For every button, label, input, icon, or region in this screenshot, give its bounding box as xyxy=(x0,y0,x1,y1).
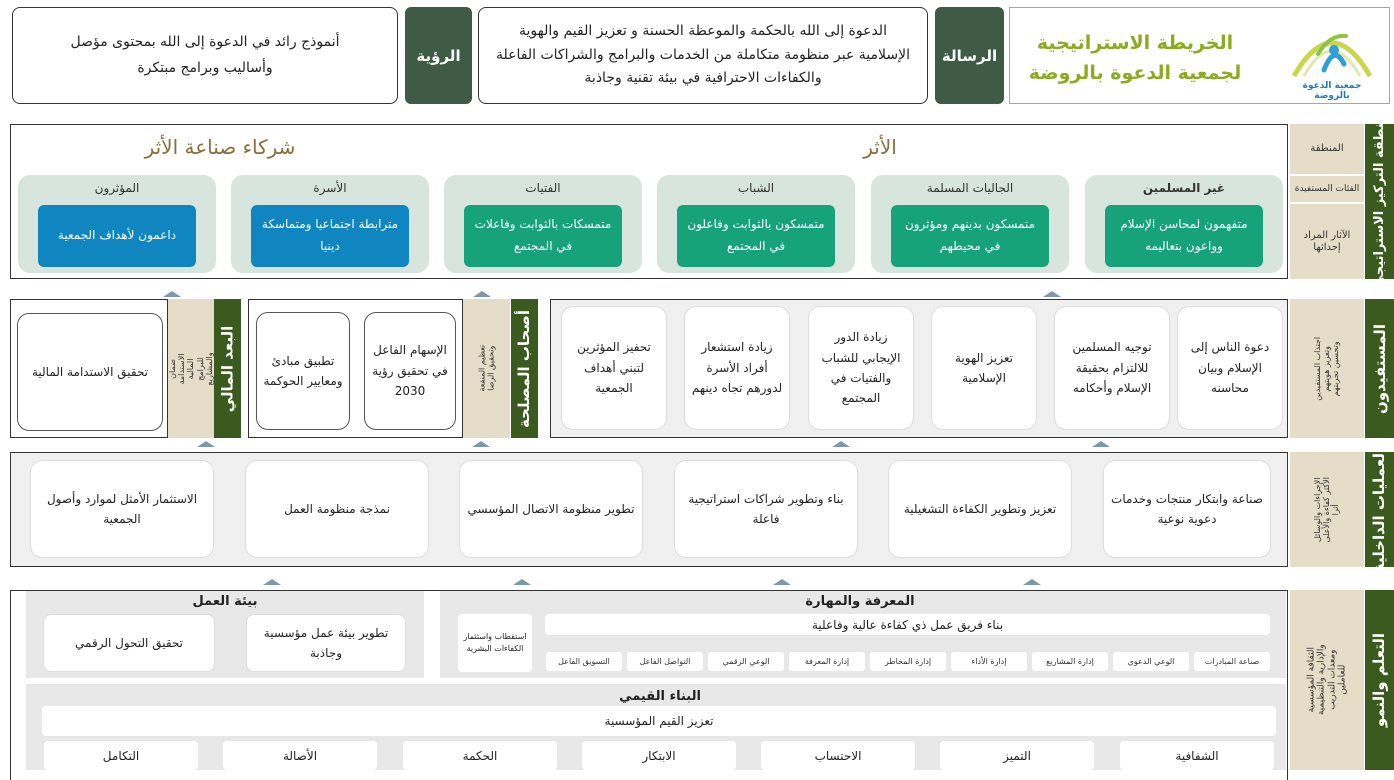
skill-tag: التسويق الفاعل xyxy=(546,652,622,671)
skill-tag: إدارة الأداء xyxy=(951,652,1027,671)
band-financial: البعد المالي xyxy=(214,299,241,438)
value-item: الاحتساب xyxy=(761,741,915,770)
vision-text: أنموذج رائد في الدعوة إلى الله بمحتوى مؤ… xyxy=(12,7,398,104)
label-groups: الفئات المستفيدة xyxy=(1290,176,1364,202)
label-effects: الآثار المراد إحداثها xyxy=(1290,204,1364,279)
band-stakeholders: أصحاب المصلحة xyxy=(511,299,538,438)
chevron-up-icon xyxy=(832,441,850,447)
label-region: المنطقة xyxy=(1290,124,1364,174)
financial-goal: تحقيق الاستدامة المالية xyxy=(17,313,163,431)
card-youth: الشباب متمسكون بالثوابت وفاعلون في المجت… xyxy=(657,175,855,273)
process-goal: نمذجة منظومة العمل xyxy=(245,460,429,558)
chevron-up-icon xyxy=(163,291,181,297)
team-bar: بناء فريق عمل ذي كفاءة عالية وفاعلية xyxy=(545,614,1270,635)
skill-tag: الوعي الرقمي xyxy=(708,652,784,671)
stakeholder-goal: تطبيق مبادئ ومعايير الحوكمة xyxy=(256,312,350,430)
logo-text: جمعية الدعوة بالروضة xyxy=(1302,81,1362,101)
stakeholder-goal: الإسهام الفاعل في تحقيق رؤية 2030 xyxy=(364,312,456,430)
impact-title: الأثر xyxy=(863,135,897,159)
card-effect: متمسكات بالثوابت وفاعلات في المجتمع xyxy=(464,205,622,267)
band-strategic-focus: منطقة التركيز الاستراتيجي xyxy=(1365,115,1394,288)
financial-sub: ضمان الاستدامة المالية للبرامج والمشاريع xyxy=(168,299,214,438)
beneficiary-goal: زيادة الدور الإيجابي للشباب والفتيات في … xyxy=(808,306,914,430)
card-title: المؤثرون xyxy=(94,181,140,195)
beneficiary-goal: تحفيز المؤثرين لتبني أهداف الجمعية xyxy=(561,306,667,430)
chevron-up-icon xyxy=(773,579,791,585)
skill-tag: الوعي الدعوي xyxy=(1113,652,1189,671)
beneficiary-goal: تعزيز الهوية الإسلامية xyxy=(931,306,1037,430)
chevron-up-icon xyxy=(472,441,490,447)
chevron-up-icon xyxy=(1092,441,1110,447)
value-item: التميز xyxy=(940,741,1094,770)
process-goal: الاستثمار الأمثل لموارد وأصول الجمعية xyxy=(30,460,214,558)
skill-tag: إدارة المشاريع xyxy=(1032,652,1108,671)
card-muslim-communities: الجاليات المسلمة متمسكون بدينهم ومؤثرون … xyxy=(871,175,1069,273)
beneficiary-goal: دعوة الناس إلى الإسلام وبيان محاسنه xyxy=(1177,306,1283,430)
card-title: الفتيات xyxy=(525,181,561,195)
impact-section xyxy=(10,124,1288,279)
learning-sub: الثقافة المؤسسية والإدارية والتنظيمية وم… xyxy=(1290,590,1364,770)
card-family: الأسرة مترابطة اجتماعيا ومتماسكة دينيا xyxy=(231,175,429,273)
card-influencers: المؤثرون داعمون لأهداف الجمعية xyxy=(18,175,216,273)
mission-label: الرسالة xyxy=(935,7,1004,104)
mission-text: الدعوة إلى الله بالحكمة والموعظة الحسنة … xyxy=(478,7,928,104)
environment-goal: تحقيق التحول الرقمي xyxy=(43,614,215,672)
vision-label: الرؤية xyxy=(405,7,472,104)
card-title: غير المسلمين xyxy=(1142,181,1226,195)
chevron-up-icon xyxy=(1023,579,1041,585)
mission-text-content: الدعوة إلى الله بالحكمة والموعظة الحسنة … xyxy=(496,22,910,87)
header-logo-box xyxy=(1009,7,1390,104)
chevron-up-icon xyxy=(473,291,491,297)
band-internal: العمليات الداخلية xyxy=(1365,447,1394,572)
process-goal: بناء وتطوير شراكات استراتيجية فاعلة xyxy=(674,460,858,558)
values-title: البناء القيمي xyxy=(619,688,701,704)
internal-section xyxy=(10,452,1288,567)
card-girls: الفتيات متمسكات بالثوابت وفاعلات في المج… xyxy=(444,175,642,273)
values-main-bar: تعزيز القيم المؤسسية xyxy=(42,706,1276,736)
value-item: الشفافية xyxy=(1120,741,1274,770)
process-goal: تعزيز وتطوير الكفاءة التشغيلية xyxy=(888,460,1072,558)
stakeholders-sub: تعظيم المنفعة وتحقيق الرضا xyxy=(463,299,510,438)
page-title-line1: الخريطة الاستراتيجية xyxy=(1036,32,1234,54)
attract-box: استقطاب واستثمار الكفاءات البشرية xyxy=(458,614,532,672)
card-effect: مترابطة اجتماعيا ومتماسكة دينيا xyxy=(251,205,409,267)
skill-tag: إدارة المخاطر xyxy=(870,652,946,671)
beneficiaries-sub: اجتذاب المستفيدين وتعزيز هويتهم وتحسين ت… xyxy=(1290,299,1364,438)
skill-tag: إدارة المعرفة xyxy=(789,652,865,671)
band-learning: التعلم والنمو xyxy=(1365,590,1394,770)
card-effect: متفهمون لمحاسن الإسلام وواعون بتعاليمه xyxy=(1105,205,1263,267)
internal-sub: الإجراءات والوسائل الأكثر كفاءة والأعلى … xyxy=(1290,452,1364,567)
environment-title: بيئة العمل xyxy=(192,593,258,609)
card-title: الجاليات المسلمة xyxy=(926,181,1014,195)
process-goal: تطوير منظومة الاتصال المؤسسي xyxy=(459,460,643,558)
chevron-up-icon xyxy=(197,441,215,447)
value-item: التكامل xyxy=(44,741,198,770)
environment-goal: تطوير بيئة عمل مؤسسية وجاذبة xyxy=(246,614,406,672)
card-effect: متمسكون بدينهم ومؤثرون في محيطهم xyxy=(891,205,1049,267)
chevron-up-icon xyxy=(513,579,531,585)
chevron-up-icon xyxy=(1043,291,1061,297)
card-effect: متمسكون بالثوابت وفاعلون في المجتمع xyxy=(677,205,835,267)
beneficiary-goal: زيادة استشعار أفراد الأسرة لدورهم تجاه د… xyxy=(684,306,790,430)
knowledge-title: المعرفة والمهارة xyxy=(805,593,915,609)
value-item: الابتكار xyxy=(582,741,736,770)
partners-title: شركاء صناعة الأثر xyxy=(144,135,296,159)
skill-tag: التواصل الفاعل xyxy=(627,652,703,671)
card-title: الشباب xyxy=(737,181,775,195)
beneficiary-goal: توجيه المسلمين للالتزام بحقيقة الإسلام و… xyxy=(1054,306,1170,430)
value-item: الأصالة xyxy=(223,741,377,770)
card-effect: داعمون لأهداف الجمعية xyxy=(38,205,196,267)
page-title-line2: لجمعية الدعوة بالروضة xyxy=(1028,62,1242,84)
card-non-muslims: غير المسلمين متفهمون لمحاسن الإسلام وواع… xyxy=(1085,175,1283,273)
logo-emblem xyxy=(1284,14,1380,98)
card-title: الأسرة xyxy=(313,181,347,195)
process-goal: صناعة وابتكار منتجات وخدمات دعوية نوعية xyxy=(1103,460,1271,558)
skill-tag: صناعة المبادرات xyxy=(1194,652,1270,671)
band-beneficiaries: المستفيدون xyxy=(1365,299,1394,438)
vision-text-content: أنموذج رائد في الدعوة إلى الله بمحتوى مؤ… xyxy=(70,34,340,76)
value-item: الحكمة xyxy=(403,741,557,770)
chevron-up-icon xyxy=(263,579,281,585)
